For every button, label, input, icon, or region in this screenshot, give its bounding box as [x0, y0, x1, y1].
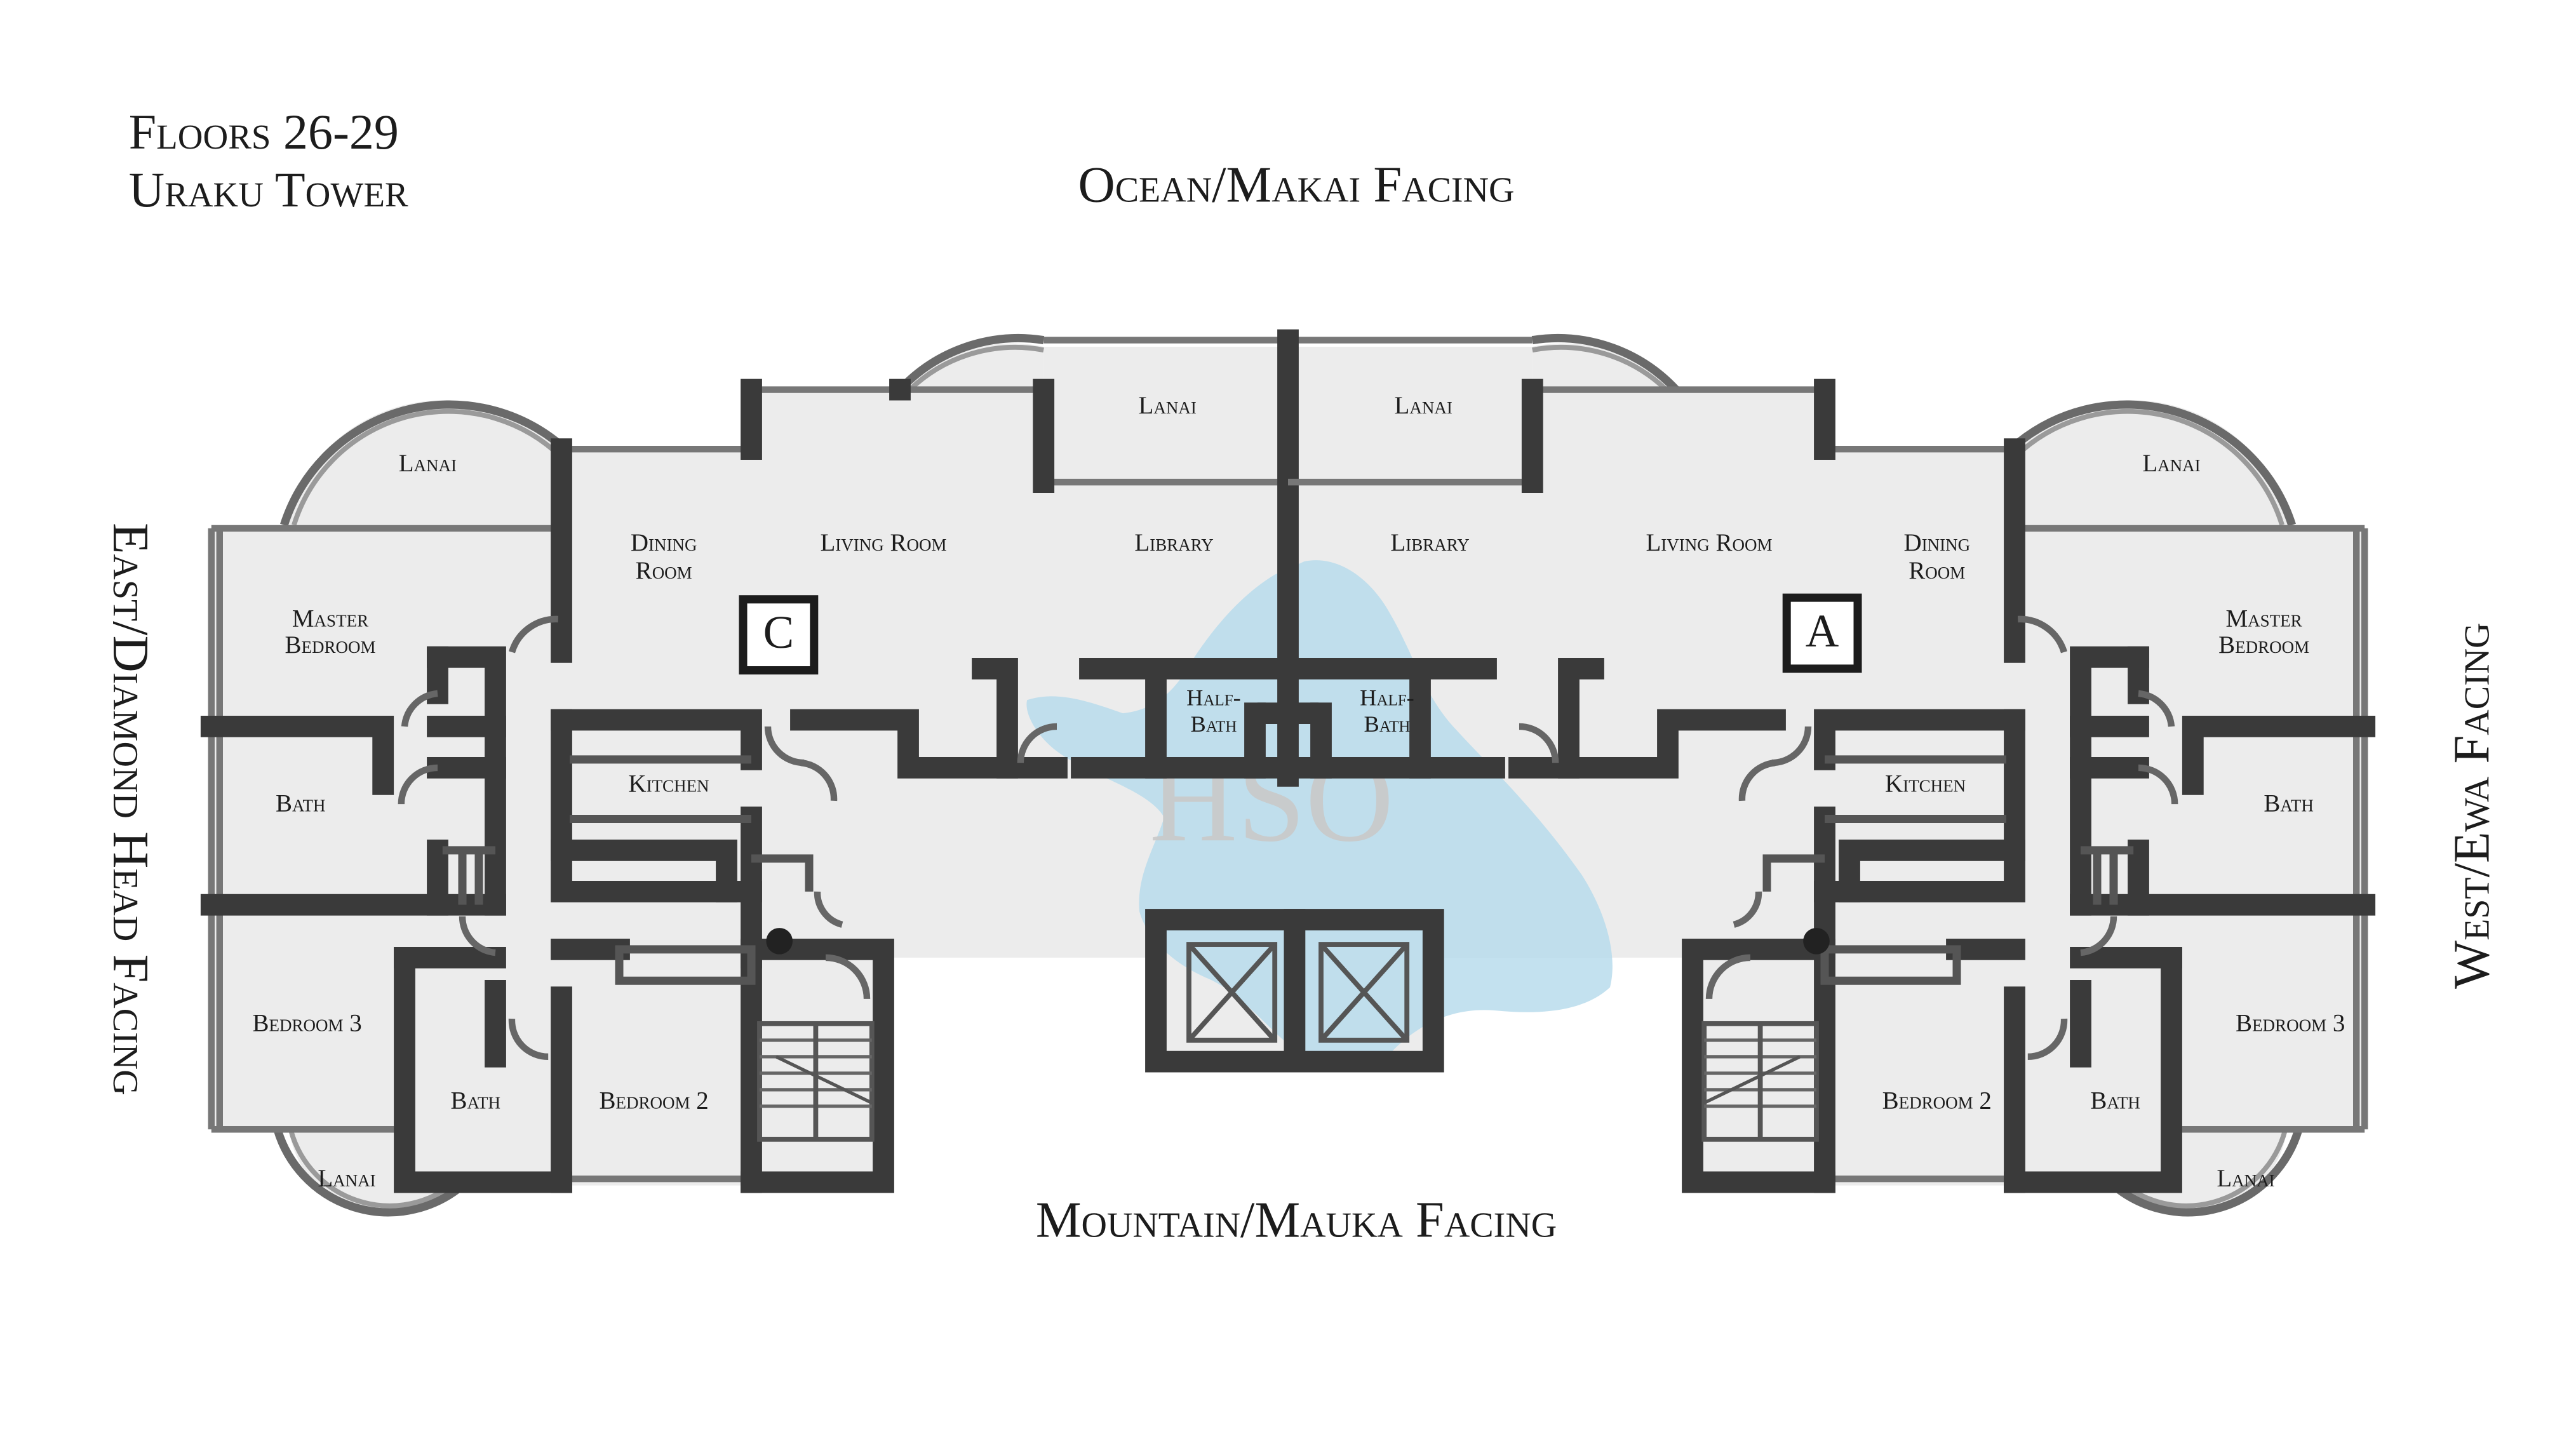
room-dining-a-1: Dining [1903, 529, 1970, 556]
room-lanai-master-c: Lanai [399, 450, 457, 477]
watermark-text: HSO [1150, 732, 1394, 867]
floors-heading: Floors 26-29 [129, 105, 399, 159]
room-kitchen-c: Kitchen [628, 770, 709, 797]
stairs-left [757, 928, 875, 1142]
room-master-a-2: Bedroom [2218, 631, 2309, 659]
room-master-a-1: Master [2226, 605, 2302, 632]
room-living-a: Living Room [1646, 529, 1772, 556]
orientation-top: Ocean/Makai Facing [1078, 156, 1515, 213]
walls-unit-c [200, 329, 1299, 1193]
room-library-a: Library [1390, 529, 1469, 556]
room-lanai-library-c: Lanai [1139, 392, 1197, 419]
room-master-c-1: Master [292, 605, 368, 632]
room-halfbath-a-2: Bath [1364, 711, 1411, 737]
unit-a-badge: A [1806, 605, 1839, 657]
unit-c-labels: C Lanai Lanai Lanai Dining Room Living R… [252, 392, 1240, 1192]
room-bedroom2-a: Bedroom 2 [1882, 1087, 1992, 1115]
room-halfbath-c-2: Bath [1191, 711, 1237, 737]
room-master-c-2: Bedroom [285, 631, 375, 659]
room-halfbath-a-1: Half- [1360, 685, 1414, 711]
room-bedroom3-a: Bedroom 3 [2236, 1009, 2345, 1036]
room-bath-master-a: Bath [2264, 790, 2314, 817]
walls-unit-a [1277, 379, 2376, 1193]
stairs-right [1701, 928, 1830, 1142]
orientation-left: East/Diamond Head Facing [102, 523, 159, 1095]
elevator-right [1318, 942, 1410, 1043]
unit-a-labels: A Lanai Lanai Lanai Dining Room Living R… [1360, 392, 2345, 1192]
unit-a-badge-box [1782, 593, 1862, 673]
room-dining-c-1: Dining [631, 529, 697, 556]
room-lanai-library-a: Lanai [1395, 392, 1452, 419]
room-library-c: Library [1134, 529, 1213, 556]
room-bath-hall-c: Bath [451, 1087, 501, 1115]
room-kitchen-a: Kitchen [1885, 770, 1966, 797]
unit-c-badge-box [739, 595, 819, 675]
room-bath-master-c: Bath [276, 790, 326, 817]
room-bedroom2-c: Bedroom 2 [599, 1087, 708, 1115]
unit-c-badge: C [763, 607, 795, 658]
watermark: HSO [1026, 560, 1613, 1066]
island-map-watermark [1026, 560, 1613, 1066]
room-lanai-bedroom-a: Lanai [2217, 1165, 2274, 1192]
room-dining-c-2: Room [636, 557, 692, 584]
orientation-right: West/Ewa Facing [2443, 622, 2500, 989]
tower-heading: Uraku Tower [129, 163, 408, 217]
elevator-left [1186, 942, 1278, 1043]
room-dining-a-2: Room [1909, 557, 1965, 584]
center-core [757, 702, 1830, 1142]
door-swings [398, 615, 2178, 1061]
lanai-arcs [273, 333, 2303, 1217]
room-bedroom3-c: Bedroom 3 [252, 1009, 361, 1036]
orientation-bottom: Mountain/Mauka Facing [1036, 1192, 1557, 1249]
room-halfbath-c-1: Half- [1186, 685, 1241, 711]
room-living-c: Living Room [820, 529, 946, 556]
room-bath-hall-a: Bath [2090, 1087, 2140, 1115]
room-lanai-master-a: Lanai [2142, 450, 2200, 477]
room-lanai-bedroom-c: Lanai [318, 1165, 375, 1192]
